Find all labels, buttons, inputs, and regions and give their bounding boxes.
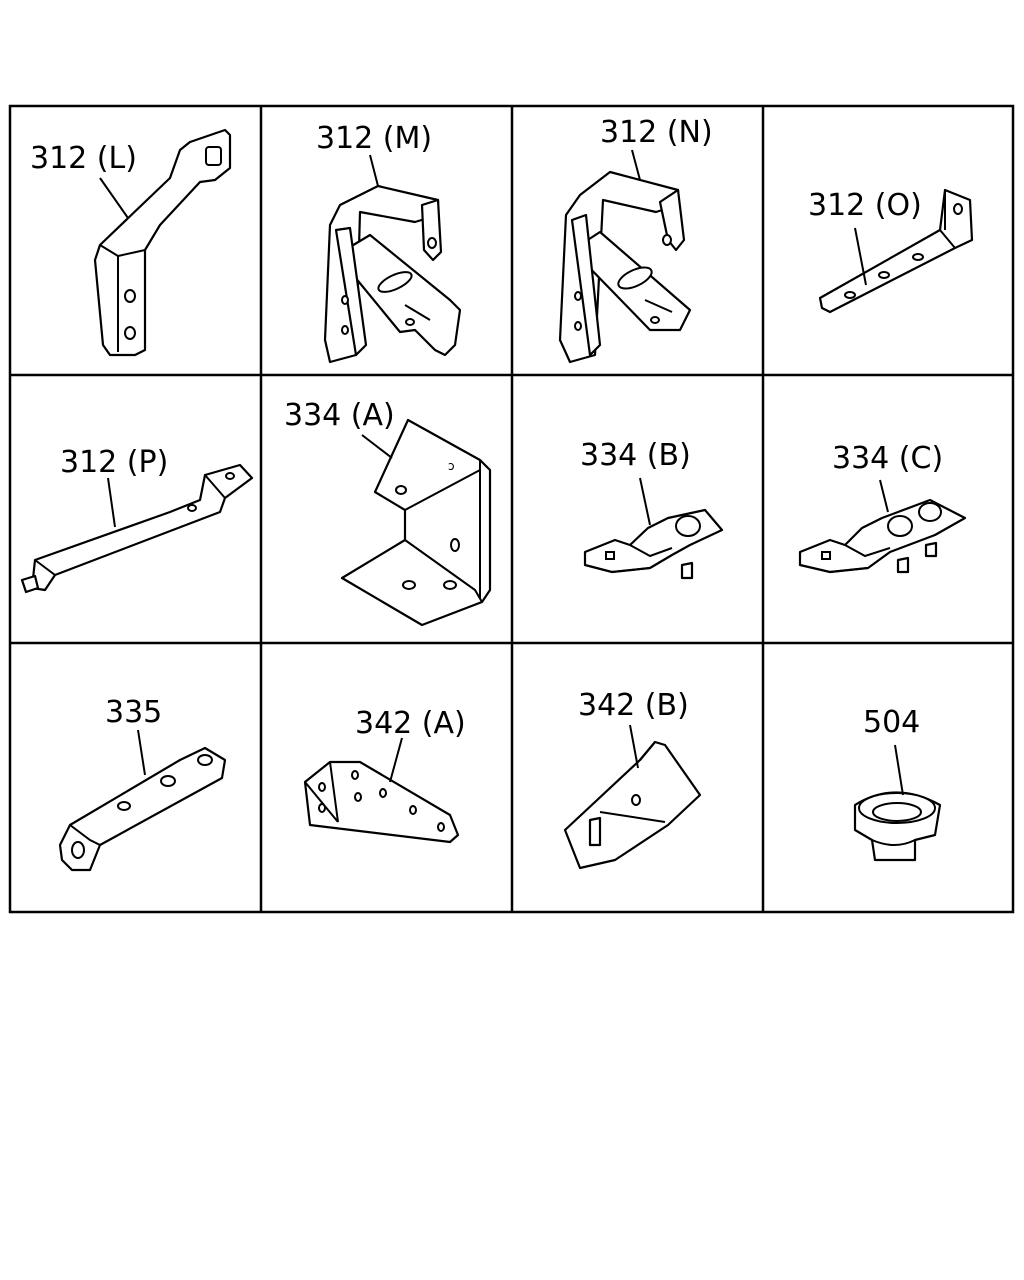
cell-312-p: 312 (P) <box>20 445 254 594</box>
bracket-334-a <box>340 418 492 627</box>
part-label-334-c: 334 (C) <box>832 441 943 476</box>
part-label-335: 335 <box>105 695 162 730</box>
bracket-312-o <box>818 188 974 314</box>
part-label-312-o: 312 (O) <box>808 188 922 223</box>
cell-312-o: 312 (O) <box>808 188 974 314</box>
part-label-312-m: 312 (M) <box>316 121 432 156</box>
cell-504: 504 <box>853 705 942 862</box>
cell-334-c: 334 (C) <box>798 441 967 574</box>
grid-frame <box>8 104 1015 914</box>
part-label-312-p: 312 (P) <box>60 445 168 480</box>
part-label-334-a: 334 (A) <box>284 398 395 433</box>
cell-312-m: 312 (M) <box>316 121 462 364</box>
bracket-335 <box>58 746 227 872</box>
part-label-312-l: 312 (L) <box>30 141 137 176</box>
part-label-342-b: 342 (B) <box>578 688 689 723</box>
bracket-342-a <box>303 760 460 844</box>
svg-text:ɔ: ɔ <box>448 459 455 473</box>
cell-334-b: 334 (B) <box>580 438 724 580</box>
cell-334-a: ɔ 334 (A) <box>284 398 492 627</box>
bracket-334-b <box>583 508 724 574</box>
part-label-342-a: 342 (A) <box>355 706 466 741</box>
bracket-342-b <box>563 740 702 870</box>
bracket-312-p <box>30 463 254 592</box>
part-label-312-n: 312 (N) <box>600 115 713 150</box>
cell-342-a: 342 (A) <box>303 706 466 844</box>
part-label-504: 504 <box>863 705 920 740</box>
cell-312-n: 312 (N) <box>558 115 713 364</box>
cell-335: 335 <box>58 695 227 872</box>
part-label-334-b: 334 (B) <box>580 438 691 473</box>
cell-312-l: 312 (L) <box>30 128 232 357</box>
cell-342-b: 342 (B) <box>563 688 702 870</box>
